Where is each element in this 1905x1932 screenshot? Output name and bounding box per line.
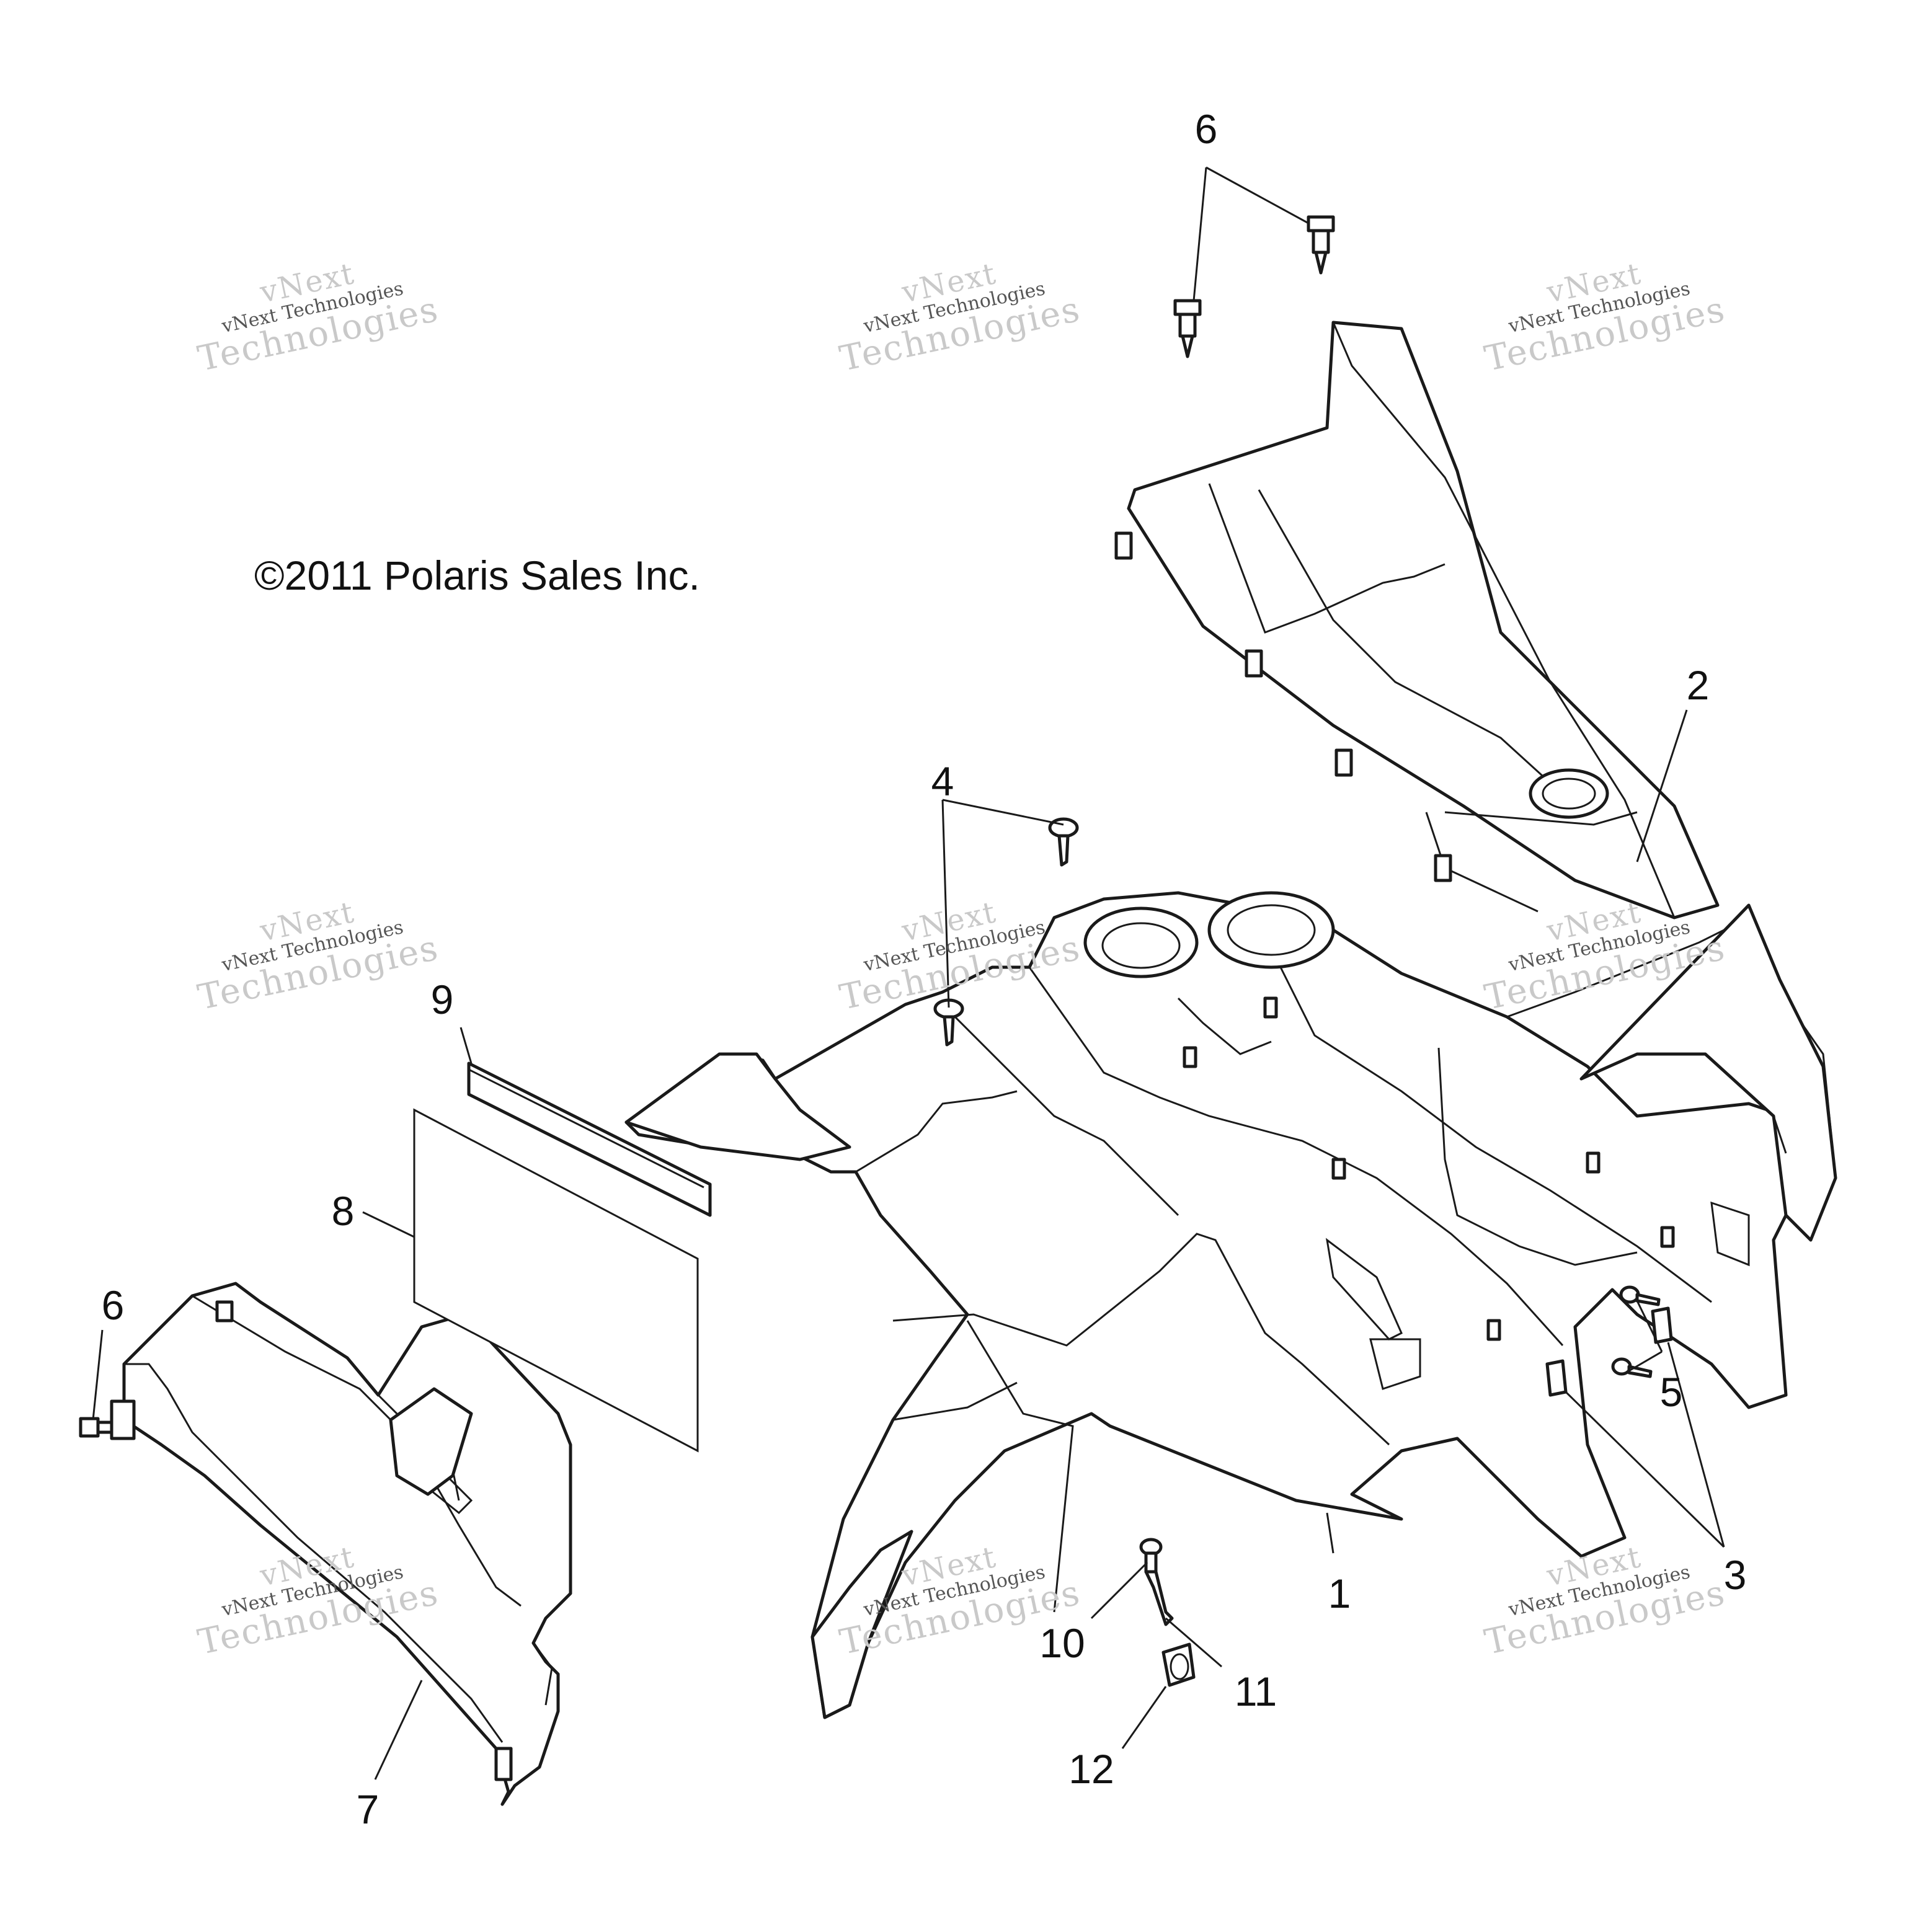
- part-6-rivet-left: [79, 1417, 113, 1438]
- part-12-clip: [1161, 1642, 1196, 1687]
- callout-11: 11: [1234, 1668, 1277, 1714]
- callout-10: 10: [1039, 1620, 1085, 1666]
- part-2-rear-cover: [1114, 321, 1720, 919]
- part-6-rivets-top: [1173, 215, 1335, 358]
- part-7-side-panel: [110, 1282, 572, 1806]
- part-1-front-body: [624, 891, 1837, 1719]
- callout-9: 9: [430, 977, 454, 1022]
- callout-8: 8: [331, 1188, 355, 1234]
- part-8-panel: [413, 1108, 699, 1453]
- callout-7: 7: [356, 1786, 380, 1832]
- callout-6-left: 6: [101, 1282, 125, 1328]
- leader-lines: [92, 166, 1725, 1780]
- part-3-clips: [1545, 1306, 1673, 1397]
- copyright-notice: ©2011 Polaris Sales Inc.: [254, 552, 700, 598]
- callout-2: 2: [1686, 662, 1710, 708]
- callout-6-top: 6: [1194, 106, 1218, 152]
- part-9-strip: [467, 1061, 712, 1217]
- callout-5: 5: [1659, 1369, 1683, 1415]
- callout-3: 3: [1723, 1552, 1747, 1598]
- callout-12: 12: [1068, 1746, 1114, 1792]
- part-11-hose: [1144, 1570, 1174, 1626]
- callout-1: 1: [1328, 1571, 1351, 1616]
- callout-4: 4: [931, 758, 954, 804]
